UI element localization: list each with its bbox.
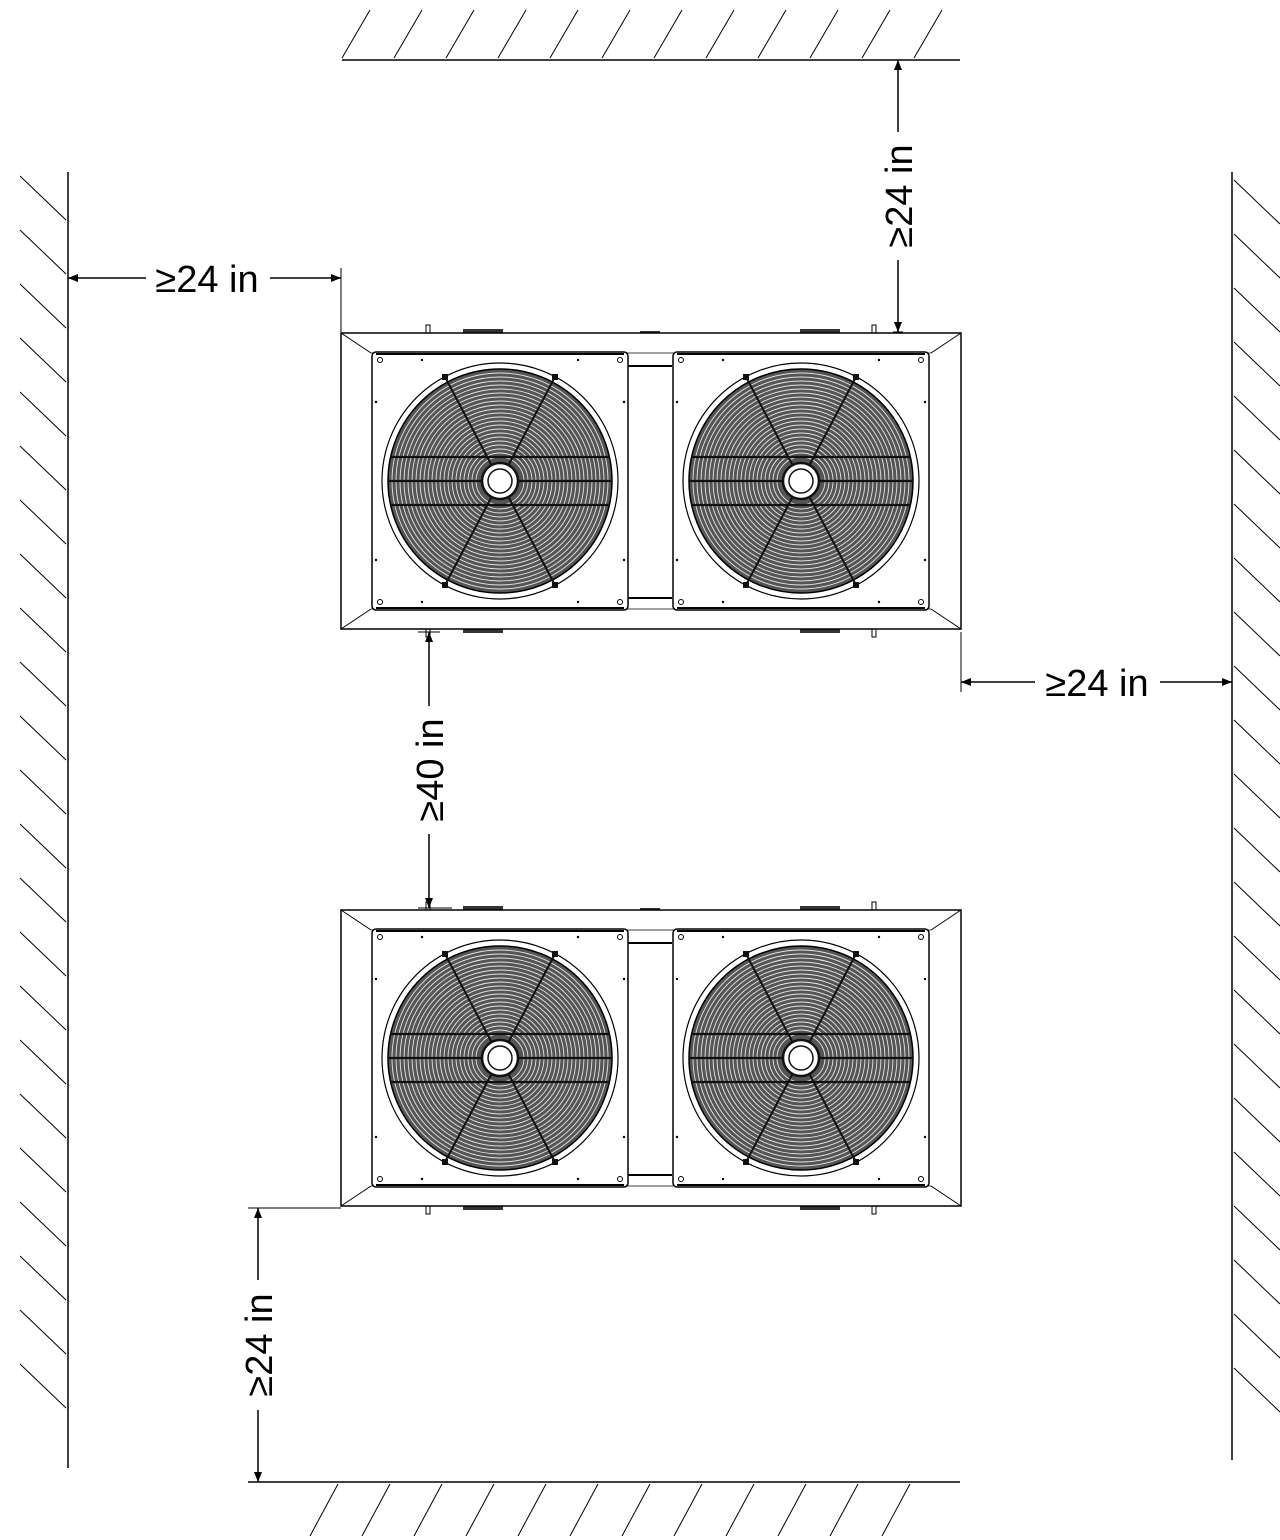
dimension-label-left: ≥24 in [155,259,258,301]
dimension-label-top: ≥24 in [879,144,921,247]
dimension-label-right: ≥24 in [1045,663,1148,705]
condenser-unit-lower [340,901,962,1215]
fan-1 [381,362,619,600]
dimension-label-between: ≥40 in [410,718,452,821]
dimension-bottom-clearance: ≥24 in [239,1207,960,1483]
dimension-left-clearance: ≥24 in [68,259,342,332]
dimension-right-clearance: ≥24 in [960,632,1232,705]
fan-2 [682,939,920,1177]
dimension-label-bottom: ≥24 in [239,1293,281,1396]
left-wall [19,172,69,1468]
condenser-unit-upper [340,324,962,638]
top-wall [341,9,960,61]
fan-2 [682,362,920,600]
right-wall [1231,172,1280,1460]
dimension-top-clearance: ≥24 in [879,60,921,333]
fan-1 [381,939,619,1177]
bottom-wall [309,1483,911,1537]
dimension-between-units: ≥40 in [410,631,452,909]
